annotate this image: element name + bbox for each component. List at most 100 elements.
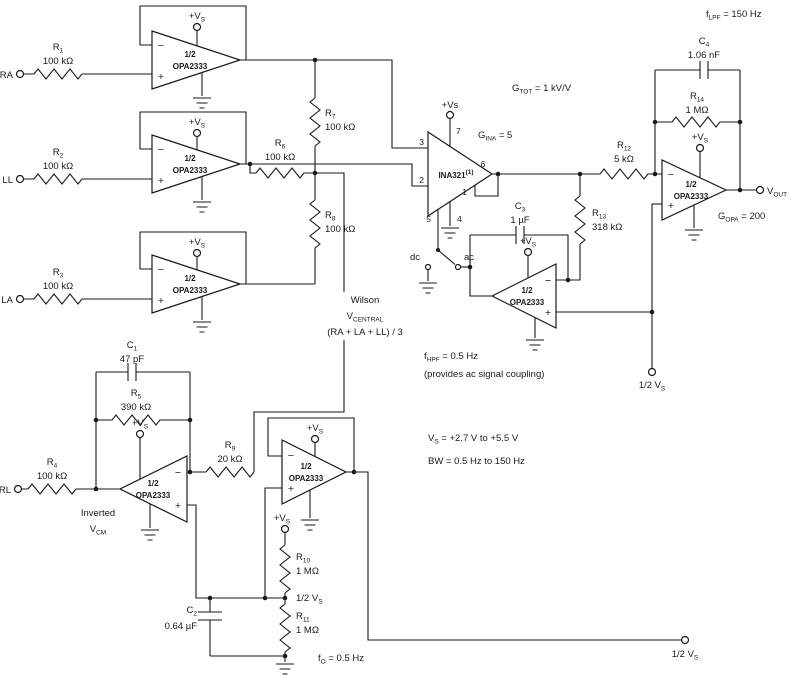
wire	[139, 111, 247, 165]
half-vs-terminal	[647, 367, 657, 377]
wire	[95, 371, 191, 489]
value-c1: 47 pF	[120, 354, 144, 365]
label-c4: C4	[699, 36, 710, 49]
value-r6: 100 kΩ	[265, 152, 295, 163]
opamp-name-label: OPA2333	[289, 474, 324, 483]
value-r3: 100 kΩ	[43, 281, 73, 292]
minus-label: −	[158, 40, 164, 52]
minus-label: −	[668, 169, 674, 181]
half-vs-label: 1/2 VS	[639, 380, 666, 393]
value-r1: 100 kΩ	[43, 56, 73, 67]
vs-supply-terminal	[695, 143, 705, 153]
opamp-name-label: OPA2333	[136, 491, 171, 500]
vs-supply-terminal	[192, 22, 202, 32]
capacitor-c2	[197, 611, 223, 621]
opamp-vref-buffer: − + 1/2 OPA2333	[281, 439, 348, 505]
capacitor-c1	[127, 362, 137, 382]
wire	[354, 471, 682, 641]
resistor-r10	[279, 544, 291, 594]
ina-name-label: INA321(1)	[438, 169, 473, 180]
vs-label: +VS	[189, 237, 206, 250]
minus-label: −	[545, 275, 551, 287]
label-r2: R2	[53, 147, 64, 160]
wire	[253, 172, 345, 472]
dc-ac-switch[interactable]: dc ac	[410, 248, 474, 271]
ground-symbol	[418, 282, 438, 294]
ina-pin3-label: 3	[419, 137, 424, 147]
la-electrode-terminal	[15, 294, 25, 304]
gtot-annotation: GTOT = 1 kV/V	[512, 83, 572, 96]
vout-terminal	[755, 185, 765, 195]
wire	[527, 255, 536, 338]
opamp-output-gain: − + 1/2 OPA2333	[661, 159, 728, 221]
label-r12: R12	[617, 140, 631, 153]
ground-symbol	[525, 339, 545, 351]
ina-pin5-label: 5	[426, 214, 431, 224]
vs-label: +VS	[520, 236, 537, 249]
value-r5: 390 kΩ	[121, 402, 151, 413]
value-r10: 1 MΩ	[296, 566, 319, 577]
ina-pin4-label: 4	[457, 214, 462, 224]
flpf-annotation: fLPF = 150 Hz	[706, 9, 762, 22]
resistor-r13	[574, 195, 586, 245]
ina-pin2-label: 2	[419, 175, 424, 185]
ll-electrode-terminal	[15, 174, 25, 184]
label-c2: C2	[187, 605, 198, 618]
vs-label: +VS	[692, 132, 709, 145]
label-r1: R1	[53, 42, 64, 55]
vcentral-label: VCENTRAL	[347, 311, 384, 324]
fhpf-note: (provides ac signal coupling)	[424, 369, 544, 380]
wire	[139, 231, 247, 285]
ground-symbol	[275, 663, 295, 675]
ra-label: RA	[0, 70, 14, 81]
ground-symbol	[684, 229, 704, 241]
label-r4: R4	[47, 457, 58, 470]
opamp-name-label: OPA2333	[173, 286, 208, 295]
plus-label: +	[668, 200, 674, 212]
opamp-hpf-integrator: − + 1/2 OPA2333	[490, 263, 557, 329]
opamp-half-label: 1/2	[300, 462, 312, 471]
ground-symbol	[140, 529, 160, 541]
label-r11: R11	[296, 611, 310, 624]
label-r10: R10	[296, 552, 310, 565]
ground-symbol	[300, 519, 320, 531]
opamp-rl-drive: − + 1/2 OPA2333	[118, 455, 188, 523]
wire	[209, 598, 285, 657]
minus-label: −	[158, 264, 164, 276]
resistor-r3	[33, 293, 83, 305]
bw-annotation: BW = 0.5 Hz to 150 Hz	[428, 456, 525, 467]
label-r13: R13	[592, 208, 606, 221]
label-r9: R9	[225, 440, 236, 453]
plus-label: +	[158, 175, 164, 187]
switch-blade	[437, 249, 456, 265]
vs-label: +VS	[189, 11, 206, 24]
wire	[139, 438, 151, 528]
label-r6: R6	[275, 138, 286, 151]
ina321-instrumentation-amp: INA321(1)	[427, 130, 494, 218]
ground-symbol	[192, 97, 212, 109]
half-vs-label: 1/2 VS	[296, 593, 323, 606]
wire	[693, 151, 701, 228]
ina-pin6-label: 6	[481, 159, 486, 169]
value-r4: 100 kΩ	[37, 471, 67, 482]
value-c2: 0.64 µF	[165, 621, 198, 632]
ina-vs-label: +Vs	[442, 100, 459, 111]
opamp-half-label: 1/2	[147, 479, 159, 488]
wire	[556, 174, 581, 281]
resistor-r1	[33, 68, 83, 80]
opamp-name-label: OPA2333	[173, 166, 208, 175]
resistor-r9	[205, 466, 255, 478]
switch-dc-contact	[424, 263, 432, 271]
value-r13: 318 kΩ	[592, 222, 622, 233]
capacitor-c4	[699, 60, 709, 80]
value-r11: 1 MΩ	[296, 625, 319, 636]
wire	[470, 234, 569, 280]
label-c3: C3	[515, 201, 526, 214]
opamp-name-label: OPA2333	[674, 192, 709, 201]
plus-label: +	[158, 71, 164, 83]
value-r12: 5 kΩ	[614, 154, 634, 165]
value-r2: 100 kΩ	[43, 161, 73, 172]
plus-label: +	[545, 307, 551, 319]
value-c3: 1 µF	[510, 215, 529, 226]
